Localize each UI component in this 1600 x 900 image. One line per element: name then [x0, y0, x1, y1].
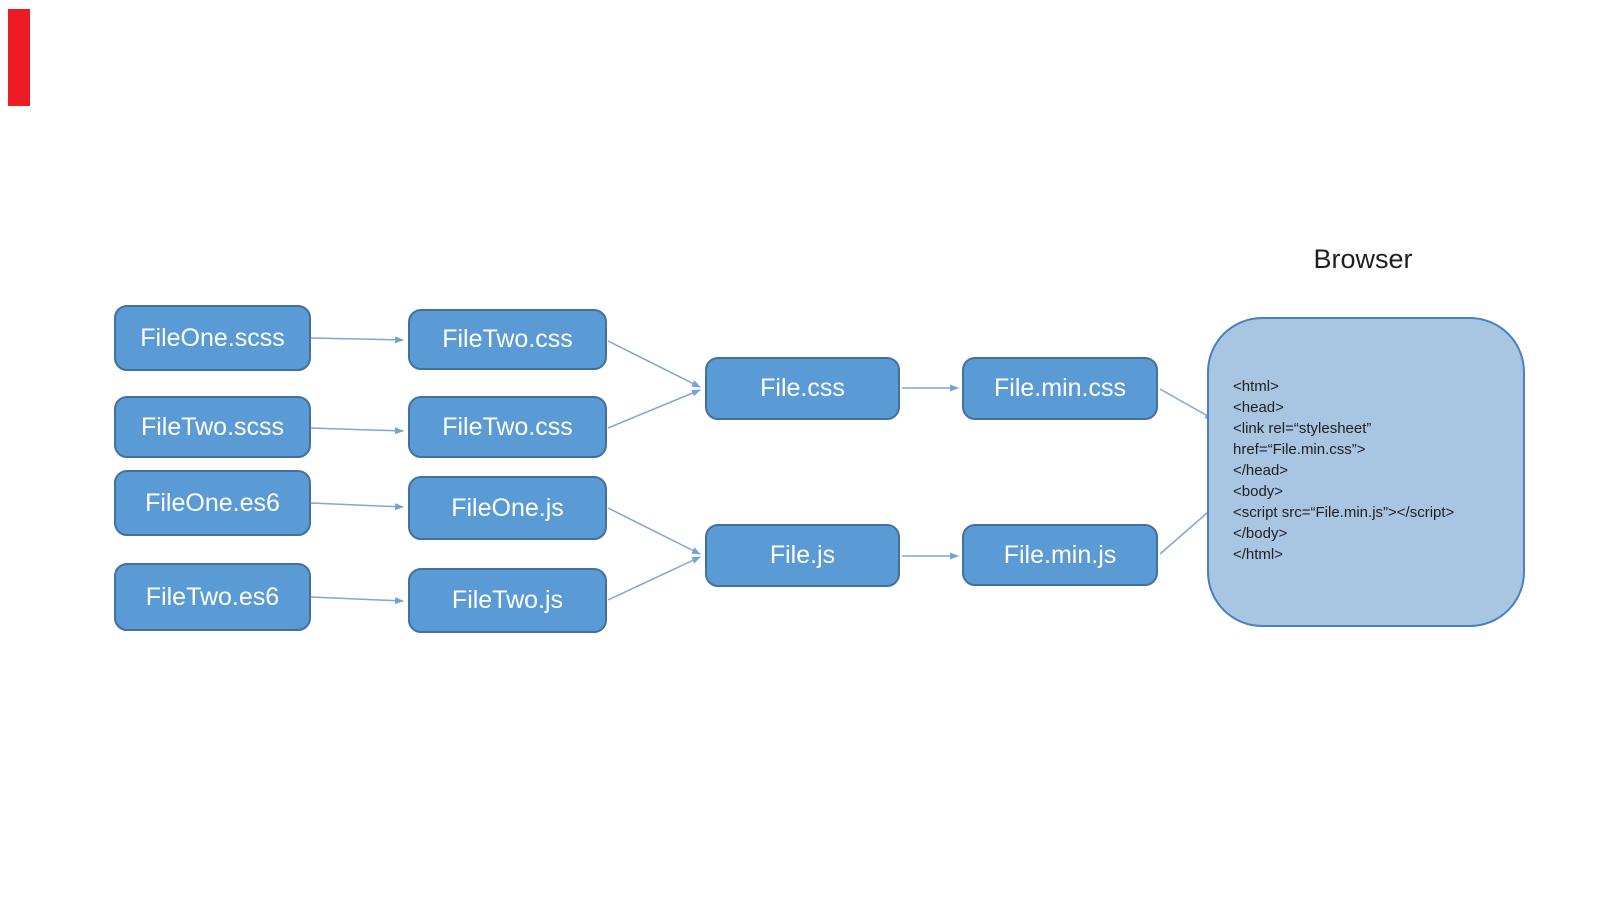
node-label: FileTwo.es6	[145, 582, 280, 611]
node-label: FileOne.es6	[145, 488, 280, 517]
node-label: FileTwo.css	[442, 325, 573, 353]
node-label: File.min.css	[994, 374, 1126, 402]
browser-code-block: <html> <head> <link rel=“stylesheet” hre…	[1233, 376, 1513, 565]
node-file-min-css: File.min.css	[962, 357, 1158, 420]
code-line: <link rel=“stylesheet”	[1233, 420, 1372, 437]
node-fileone-scss: FileOne.scss	[114, 305, 311, 371]
browser-box	[1207, 317, 1525, 627]
node-label: FileTwo.scss	[140, 412, 285, 441]
edge-fileone-es6-to-fileone-js	[310, 502, 404, 511]
code-line: href=“File.min.css”>	[1233, 441, 1366, 458]
code-line: <html>	[1233, 378, 1279, 395]
code-line: <head>	[1233, 399, 1284, 416]
node-file-min-js: File.min.js	[962, 524, 1158, 586]
code-line: <script src=“File.min.js”></script>	[1233, 504, 1455, 521]
node-filetwo-css-2: FileTwo.css	[408, 396, 607, 458]
edge-filetwo-js-to-file-js	[607, 556, 701, 601]
edge-filetwo-css-2-to-file-css	[607, 389, 701, 429]
edge-file-min-css-to-browser	[1159, 388, 1214, 420]
edge-fileone-js-to-file-js	[607, 507, 701, 555]
node-label: File.js	[769, 541, 836, 569]
node-filetwo-scss: FileTwo.scss	[114, 396, 311, 458]
edge-fileone-scss-to-filetwo-css-1	[310, 336, 404, 344]
edge-filetwo-scss-to-filetwo-css-2	[310, 427, 404, 435]
browser-title: Browser	[1313, 244, 1413, 274]
node-label: File.css	[760, 374, 845, 402]
code-line: </head>	[1233, 462, 1289, 479]
edge-filetwo-es6-to-filetwo-js	[310, 596, 404, 605]
code-line: </body>	[1233, 525, 1288, 542]
node-filetwo-css-1: FileTwo.css	[408, 309, 607, 370]
node-filetwo-js: FileTwo.js	[408, 568, 607, 633]
edge-filetwo-css-1-to-file-css	[607, 340, 701, 388]
node-label: FileTwo.js	[451, 586, 564, 614]
node-file-css: File.css	[705, 357, 900, 420]
red-marker	[8, 9, 30, 106]
node-label: File.min.js	[1003, 540, 1117, 569]
node-fileone-es6: FileOne.es6	[114, 470, 311, 536]
node-label: FileOne.js	[451, 493, 564, 522]
code-line: </html>	[1233, 546, 1284, 563]
node-filetwo-es6: FileTwo.es6	[114, 563, 311, 631]
node-label: FileTwo.css	[442, 412, 573, 441]
node-fileone-js: FileOne.js	[408, 476, 607, 540]
node-label: FileOne.scss	[140, 323, 285, 352]
code-line: <body>	[1233, 483, 1284, 500]
node-file-js: File.js	[705, 524, 900, 587]
